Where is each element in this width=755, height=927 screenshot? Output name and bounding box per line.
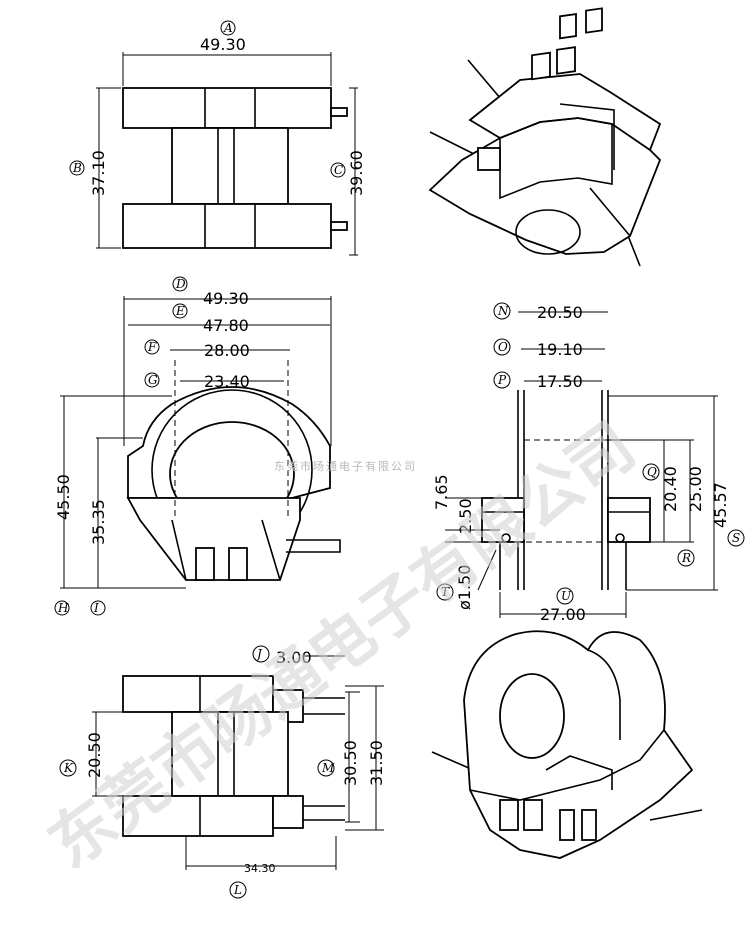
side-view-top: 49.30 A 37.10 B 39.60 C xyxy=(69,20,366,256)
dim-M: 30.50 xyxy=(341,740,360,786)
label-O: O xyxy=(498,340,508,354)
dim-S: 45.57 xyxy=(711,482,730,528)
label-G: G xyxy=(148,373,158,387)
dim-K: 20.50 xyxy=(85,732,104,778)
label-H: H xyxy=(57,601,69,615)
label-J: J xyxy=(254,647,263,661)
front-view: 49.30 D 47.80 E 28.00 F 23.40 G 45.50 H … xyxy=(54,276,341,616)
dim-250: 2.50 xyxy=(456,498,475,534)
dim-G: 23.40 xyxy=(204,372,250,391)
label-M: M xyxy=(321,761,335,775)
label-B: B xyxy=(72,161,82,175)
label-L: L xyxy=(233,883,242,897)
label-D: D xyxy=(175,277,186,291)
dim-T: ø1.50 xyxy=(455,565,474,610)
side-view-bottom: 3.00 J 20.50 K 34.30 L 30.50 31.50 M xyxy=(59,645,386,899)
label-U: U xyxy=(561,589,572,603)
isometric-view-top xyxy=(428,7,662,267)
label-N: N xyxy=(497,304,509,318)
label-T: T xyxy=(441,585,450,599)
label-S: S xyxy=(732,531,740,545)
label-F: F xyxy=(147,340,157,354)
dim-Q: 20.40 xyxy=(661,466,680,512)
dim-3150: 31.50 xyxy=(367,740,386,786)
watermark-small: 东莞市旸通电子有限公司 xyxy=(274,459,417,473)
dim-P: 17.50 xyxy=(537,372,583,391)
label-K: K xyxy=(63,761,74,775)
dim-C: 39.60 xyxy=(347,150,366,196)
dim-L: 34.30 xyxy=(244,862,276,875)
dim-E: 47.80 xyxy=(203,316,249,335)
dim-A: 49.30 xyxy=(200,35,246,54)
pin-view: 20.50 N 19.10 O 17.50 P 20.40 25.00 45.5… xyxy=(432,302,745,624)
isometric-view-bottom xyxy=(431,630,703,859)
label-I: I xyxy=(93,601,99,615)
dim-F: 28.00 xyxy=(204,341,250,360)
dim-I: 35.35 xyxy=(89,499,108,545)
label-E: E xyxy=(175,304,185,318)
dim-N: 20.50 xyxy=(537,303,583,322)
dim-765: 7.65 xyxy=(432,474,451,510)
label-Q: Q xyxy=(647,465,657,479)
dim-J: 3.00 xyxy=(276,648,312,667)
dim-H: 45.50 xyxy=(54,474,73,520)
dim-U: 27.00 xyxy=(540,605,586,624)
dim-O: 19.10 xyxy=(537,340,583,359)
dim-R: 25.00 xyxy=(686,466,705,512)
label-A: A xyxy=(223,21,233,35)
dim-B: 37.10 xyxy=(89,150,108,196)
label-R: R xyxy=(681,551,691,565)
dim-D: 49.30 xyxy=(203,289,249,308)
label-P: P xyxy=(497,373,507,387)
label-C: C xyxy=(334,163,343,177)
